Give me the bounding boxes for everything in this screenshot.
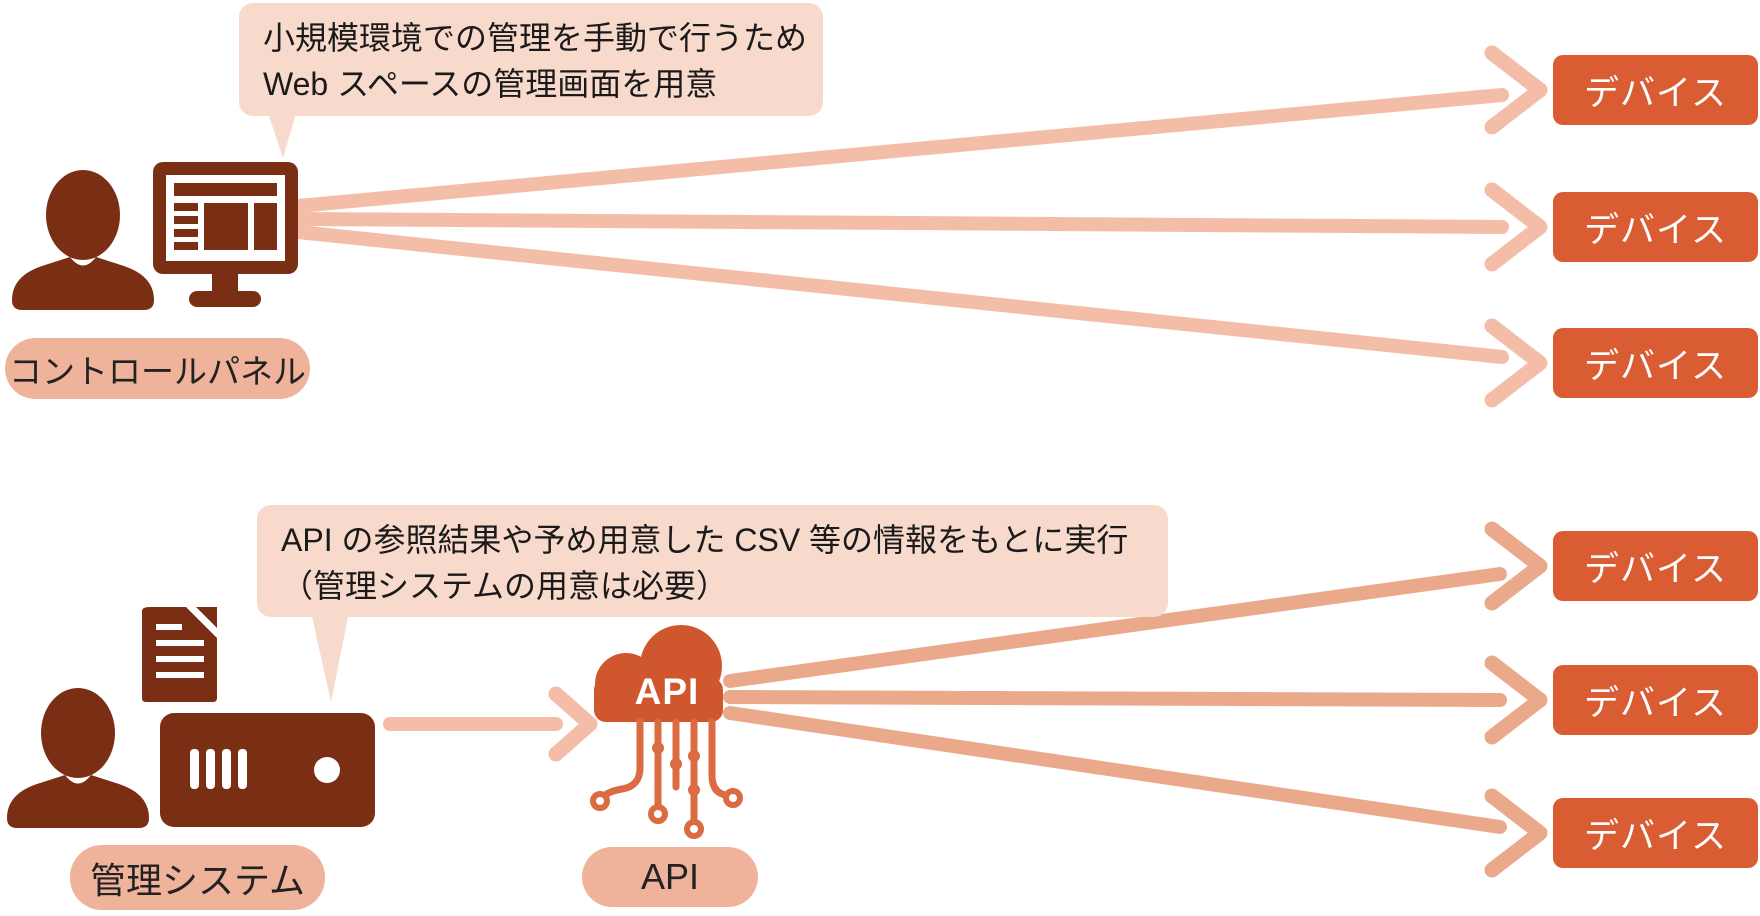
top-note-tail — [267, 110, 297, 158]
device-box: デバイス — [1553, 328, 1758, 398]
device-box: デバイス — [1553, 192, 1758, 262]
arrow-api-to-device-2 — [723, 655, 1548, 745]
api-cloud-label: API — [635, 671, 700, 712]
control-panel-label: コントロールパネル — [5, 338, 310, 399]
device-box: デバイス — [1553, 798, 1758, 868]
api-label: API — [582, 847, 758, 907]
management-system-label: 管理システム — [70, 845, 325, 910]
top-note-line1: 小規模環境での管理を手動で行うため — [263, 20, 808, 56]
arrow-api-to-device-3 — [723, 706, 1548, 878]
arrow-control-to-device-3 — [291, 225, 1548, 408]
device-label: デバイス — [1584, 73, 1727, 113]
bottom-note-bubble: API の参照結果や予め用意した CSV 等の情報をもとに実行 （管理システムの… — [257, 505, 1168, 617]
api-label-text: API — [640, 856, 700, 897]
device-label: デバイス — [1584, 683, 1727, 723]
management-system-label-text: 管理システム — [90, 859, 305, 901]
person-silhouette-icon — [7, 688, 149, 828]
arrow-api-to-device-1 — [723, 521, 1548, 688]
arrows-api-to-devices — [723, 521, 1548, 878]
document-icon — [142, 607, 217, 702]
arrows-control-to-devices — [291, 45, 1548, 408]
device-box: デバイス — [1553, 665, 1758, 735]
arrow-server-to-api — [383, 686, 598, 762]
device-label: デバイス — [1584, 549, 1727, 589]
api-cloud-icon — [594, 625, 723, 722]
bottom-note-line2: （管理システムの用意は必要） — [281, 568, 729, 604]
monitor-browser-icon — [153, 162, 298, 307]
arrow-control-to-device-2 — [291, 182, 1548, 272]
bottom-note-line1: API の参照結果や予め用意した CSV 等の情報をもとに実行 — [281, 522, 1129, 558]
bottom-note-tail — [311, 612, 349, 702]
top-note-bubble: 小規模環境での管理を手動で行うため Web スペースの管理画面を用意 — [239, 3, 823, 116]
device-box: デバイス — [1553, 55, 1758, 125]
device-label: デバイス — [1584, 816, 1727, 856]
arrow-control-to-device-1 — [291, 45, 1548, 213]
top-note-line2: Web スペースの管理画面を用意 — [263, 66, 718, 102]
control-panel-label-text: コントロールパネル — [9, 352, 306, 390]
device-label: デバイス — [1584, 210, 1727, 250]
api-circuit-icon — [590, 718, 743, 839]
server-icon — [160, 713, 375, 827]
person-silhouette-icon — [12, 170, 154, 310]
device-box: デバイス — [1553, 531, 1758, 601]
device-label: デバイス — [1584, 346, 1727, 386]
